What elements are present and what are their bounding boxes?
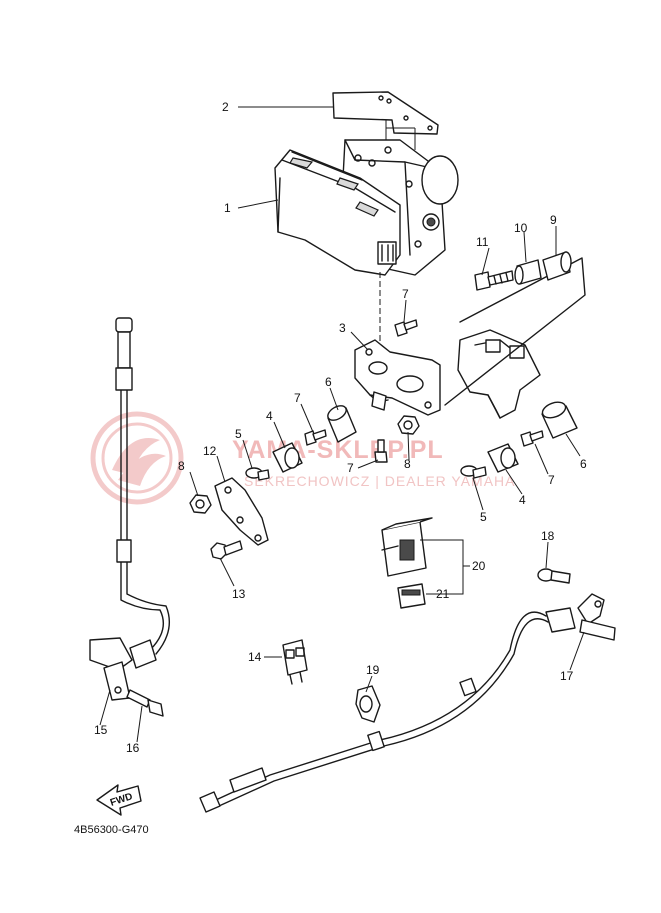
part-19-clamp — [355, 685, 381, 723]
callout-9: 9 — [550, 213, 557, 227]
part-21-relay-cover — [397, 583, 426, 609]
part-4-rubber-left — [272, 442, 303, 473]
part-11-bolt — [474, 270, 514, 291]
callout-7-upper: 7 — [402, 287, 409, 301]
callouts: 2 1 11 10 9 7 3 6 7 4 5 12 8 7 8 7 6 4 5… — [94, 100, 587, 755]
part-8-nut-left — [189, 494, 212, 514]
callout-6-left: 6 — [325, 375, 332, 389]
part-14-connector — [282, 639, 308, 685]
part-12-sensor-bracket — [214, 477, 269, 546]
watermark-subtitle: SEKRECHOWICZ | DEALER YAMAHA — [244, 473, 516, 489]
part-18-bolt — [537, 568, 571, 584]
part-6-damper-right — [541, 401, 578, 439]
fwd-arrow-icon: FWD — [96, 784, 142, 816]
callout-3: 3 — [339, 321, 346, 335]
diagram-code: 4B56300-G470 — [74, 824, 149, 836]
part-8-nut-center — [397, 415, 420, 435]
callout-7-right: 7 — [548, 473, 555, 487]
callout-7-left: 7 — [294, 391, 301, 405]
callout-6-right: 6 — [580, 457, 587, 471]
callout-19: 19 — [366, 663, 380, 677]
callout-16: 16 — [126, 741, 140, 755]
part-16-bolt — [126, 689, 164, 717]
part-1-abs-hydraulic-unit — [274, 139, 459, 400]
callout-13: 13 — [232, 587, 246, 601]
part-7-bolt-right — [520, 430, 544, 447]
callout-4-left: 4 — [266, 409, 273, 423]
part-6-damper-left — [327, 405, 357, 443]
part-5-bolt-right — [460, 465, 487, 479]
callout-1: 1 — [224, 201, 231, 215]
part-20-relay — [381, 517, 433, 577]
right-sensor-bracket — [444, 257, 586, 419]
callout-8-center: 8 — [404, 457, 411, 471]
callout-2: 2 — [222, 100, 229, 114]
watermark: YAMA-SKLEP.PL SEKRECHOWICZ | DEALER YAMA… — [90, 411, 516, 505]
callout-21: 21 — [436, 587, 450, 601]
callout-14: 14 — [248, 650, 262, 664]
callout-17: 17 — [560, 669, 574, 683]
callout-15: 15 — [94, 723, 108, 737]
callout-7-center: 7 — [347, 461, 354, 475]
part-9-grommet — [542, 251, 572, 281]
part-2-bracket-plate — [332, 91, 439, 150]
callout-11: 11 — [476, 235, 489, 249]
part-7-bolt-upper — [394, 319, 418, 337]
callout-5-left: 5 — [235, 427, 242, 441]
part-7-bolt-left — [304, 429, 327, 446]
part-17-rear-wheel-sensor — [199, 593, 616, 813]
part-15-front-wheel-sensor — [89, 317, 170, 701]
part-3-main-bracket — [354, 339, 441, 416]
part-4-rubber-right — [487, 443, 519, 473]
leader-lines — [99, 106, 585, 743]
callout-8-left: 8 — [178, 459, 185, 473]
callout-18: 18 — [541, 529, 555, 543]
callout-12: 12 — [203, 444, 217, 458]
part-5-bolt-left — [245, 467, 270, 481]
watermark-logo-icon — [90, 411, 184, 505]
part-13-bolt — [210, 540, 243, 560]
part-7-bolt-center — [374, 439, 388, 463]
callout-10: 10 — [514, 221, 528, 235]
callout-20: 20 — [472, 559, 486, 573]
callout-5-right: 5 — [480, 510, 487, 524]
part-10-collar — [514, 259, 542, 285]
callout-4-right: 4 — [519, 493, 526, 507]
